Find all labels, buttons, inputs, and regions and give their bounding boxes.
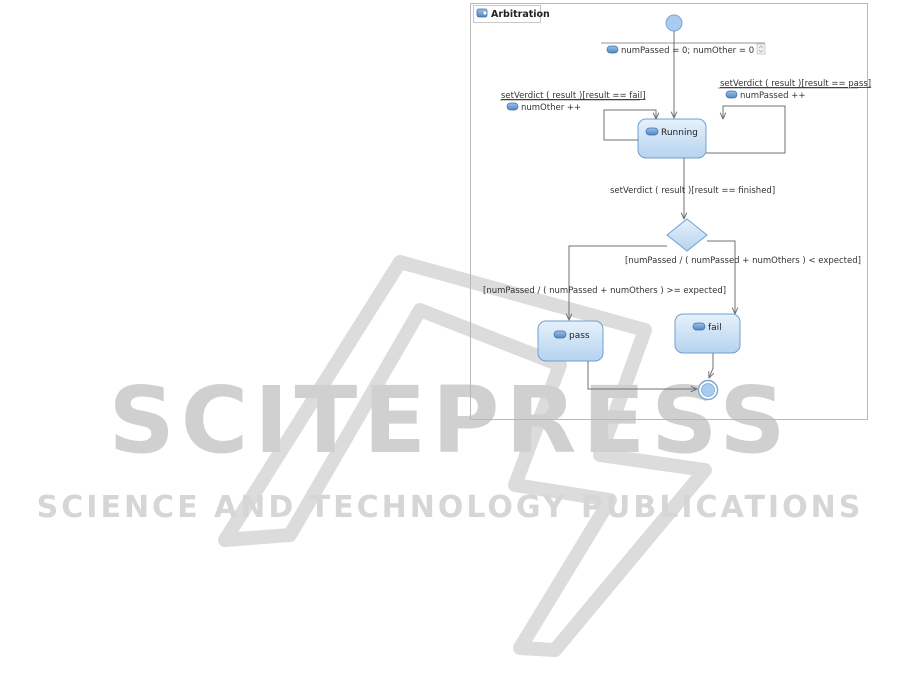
initial-node[interactable] (665, 14, 683, 32)
transition-choice-pass[interactable] (569, 245, 667, 320)
state-pass[interactable] (537, 320, 604, 362)
state-icon (692, 322, 706, 331)
state-machine-icon (476, 8, 488, 18)
diagram-title: Arbitration (491, 9, 550, 20)
watermark-brand: SCITEPRESS (108, 367, 791, 474)
watermark-logo-shape (218, 255, 712, 657)
choice-node[interactable] (666, 218, 708, 252)
state-running[interactable] (637, 118, 707, 159)
final-node[interactable] (697, 379, 719, 401)
finished-trigger-label: setVerdict ( result )[result == finished… (610, 186, 775, 196)
fail-trigger-label: setVerdict ( result )[result == fail] (501, 91, 646, 101)
pass-trigger-label: setVerdict ( result )[result == pass] (720, 79, 871, 89)
watermark-tagline: SCIENCE AND TECHNOLOGY PUBLICATIONS (37, 490, 864, 525)
transition-pass-final[interactable] (587, 361, 697, 389)
watermark: SCITEPRESS SCIENCE AND TECHNOLOGY PUBLIC… (37, 255, 864, 657)
state-fail[interactable] (674, 313, 741, 354)
state-icon (553, 330, 567, 339)
pass-action-label: numPassed ++ (740, 91, 805, 101)
transition-choice-fail[interactable] (707, 240, 735, 314)
state-pass-label: pass (569, 331, 590, 341)
guard-pass-label: [numPassed / ( numPassed + numOthers ) >… (483, 286, 726, 296)
effect-icon (606, 45, 619, 54)
state-icon (645, 127, 659, 136)
guard-fail-label: [numPassed / ( numPassed + numOthers ) <… (625, 256, 861, 266)
effect-icon (506, 102, 519, 111)
transition-self-pass[interactable] (706, 105, 786, 154)
transition-fail-final[interactable] (709, 353, 713, 378)
label-scroll-icon (756, 43, 766, 55)
transition-self-fail[interactable] (603, 109, 656, 141)
fail-action-label: numOther ++ (521, 103, 581, 113)
effect-icon (725, 90, 738, 99)
initial-action-label: numPassed = 0; numOther = 0 (621, 46, 754, 56)
state-fail-label: fail (708, 323, 722, 333)
diagram-title-tab (473, 5, 541, 23)
state-running-label: Running (661, 128, 698, 138)
diagram-frame (470, 3, 868, 420)
